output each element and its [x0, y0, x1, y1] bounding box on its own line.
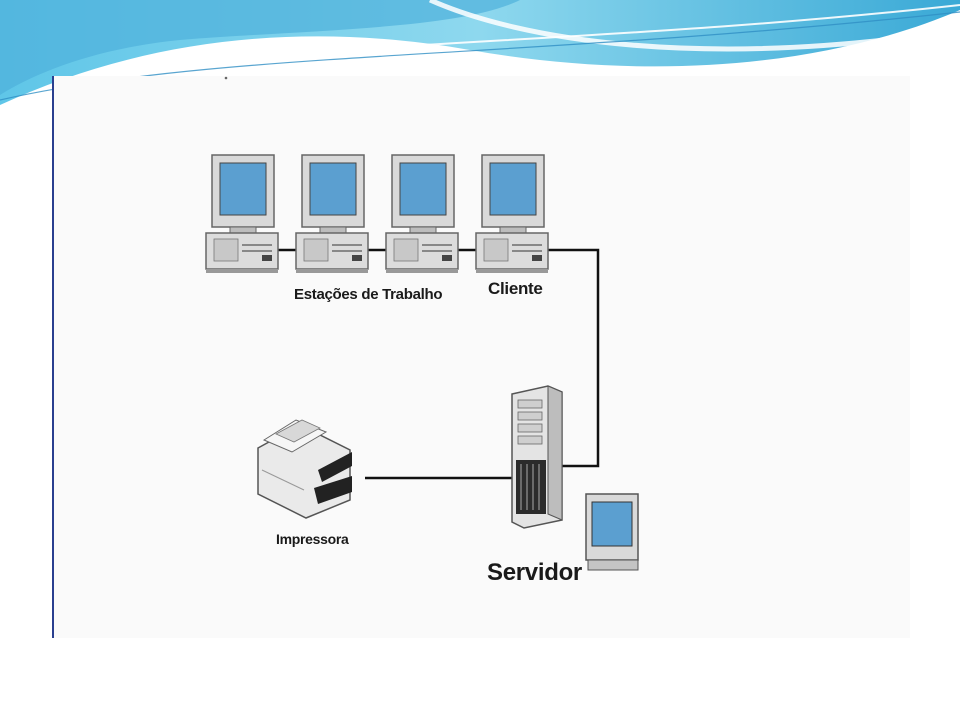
- header-wave-decoration: [0, 0, 960, 105]
- printer-icon: [257, 419, 352, 519]
- workstation-3-icon: [385, 154, 459, 274]
- workstation-2-icon: [295, 154, 369, 274]
- tower-server-icon: [511, 385, 563, 529]
- printer-label: Impressora: [276, 531, 349, 547]
- workstations-label: Estações de Trabalho: [294, 286, 443, 303]
- workstation-1-icon: [205, 154, 279, 274]
- stray-dot: [224, 76, 228, 80]
- server-label: Servidor: [487, 559, 582, 586]
- client-label: Cliente: [488, 279, 543, 298]
- server-monitor-icon: [585, 493, 639, 571]
- content-panel: [52, 76, 910, 638]
- client-computer-icon: [475, 154, 549, 274]
